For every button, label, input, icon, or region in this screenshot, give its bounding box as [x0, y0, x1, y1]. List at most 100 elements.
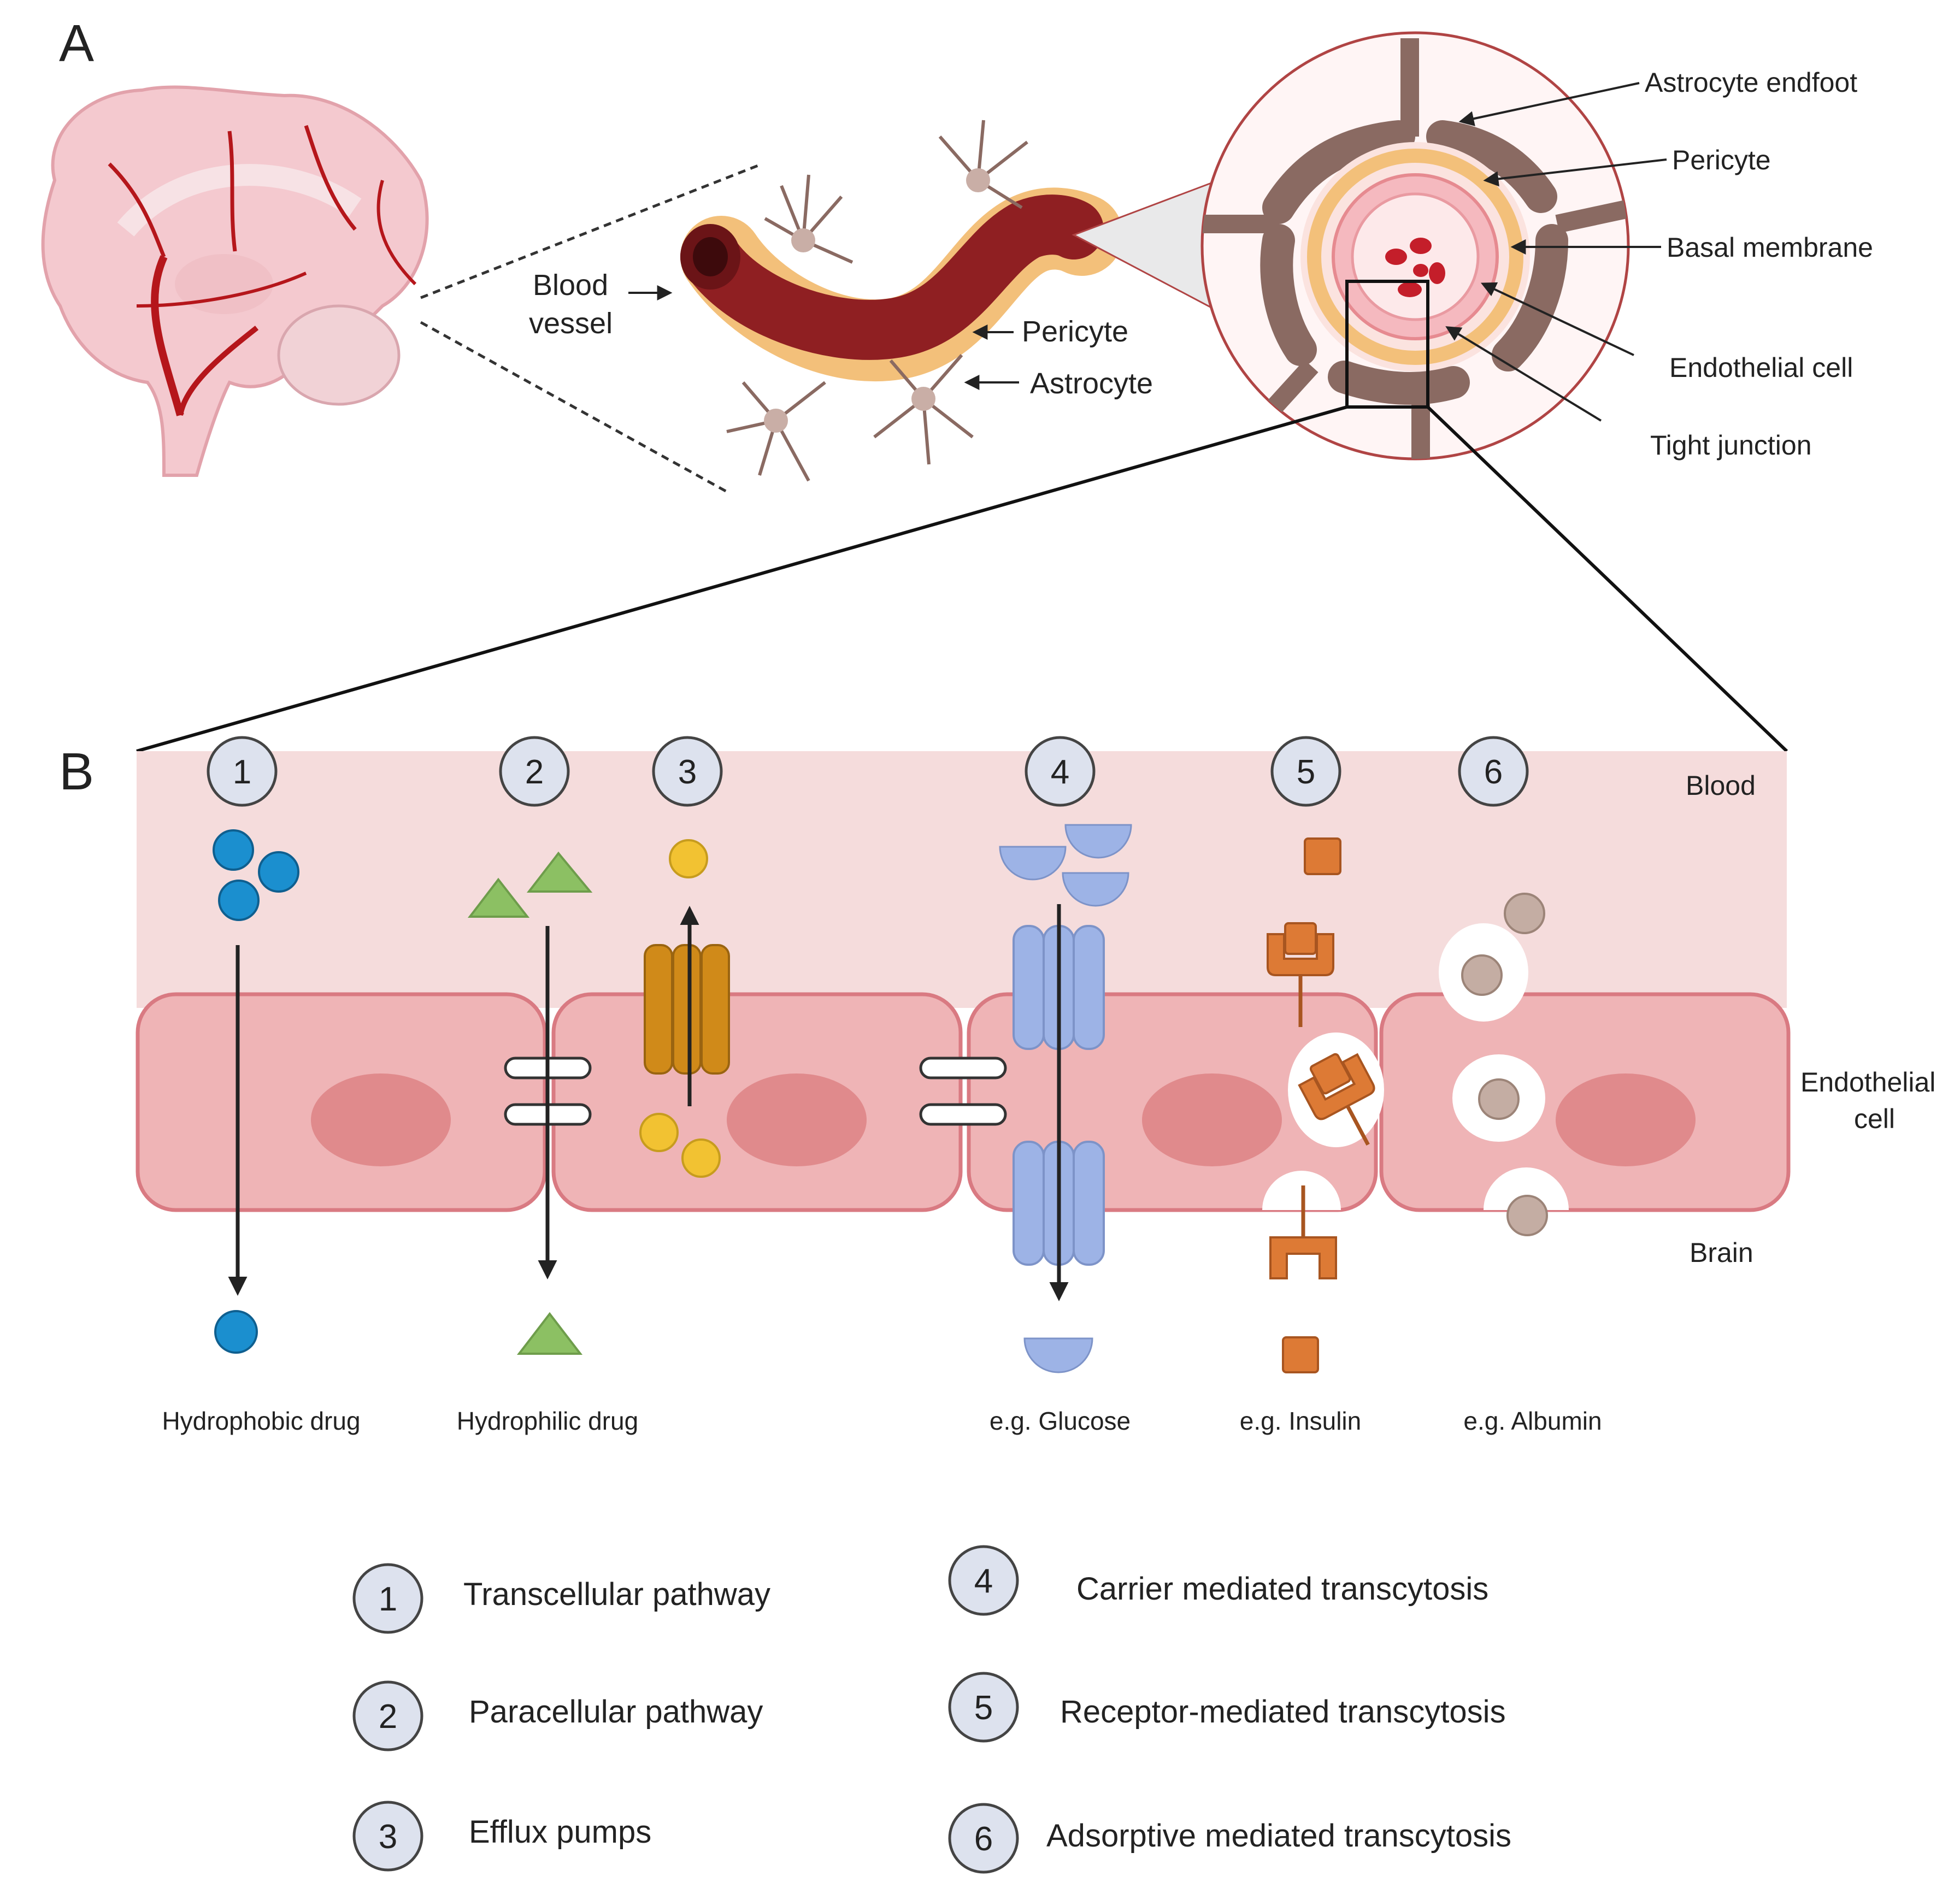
legend-item: 4 Carrier mediated transcytosis	[948, 1545, 1488, 1616]
example-insulin: e.g. Insulin	[1240, 1407, 1361, 1435]
pathway-number: 1	[233, 753, 251, 791]
pathway-number: 5	[1297, 753, 1315, 791]
tight-junction-bar	[919, 1103, 1007, 1126]
pathway-number-circle: 3	[652, 736, 723, 807]
label-astrocyte-endfoot: Astrocyte endfoot	[1645, 67, 1857, 98]
example-hydrophilic: Hydrophilic drug	[457, 1407, 638, 1435]
zoom-circle	[1200, 31, 1630, 461]
efflux-substrate	[669, 839, 708, 878]
zoom-line-right	[1426, 405, 1788, 753]
nucleus	[1142, 1073, 1282, 1166]
pathway-6-adsorptive-transcytosis	[1439, 893, 1569, 1236]
legend-number: 4	[974, 1562, 993, 1600]
efflux-substrate	[639, 1113, 679, 1152]
astrocyte-cell	[726, 120, 1028, 482]
pathway-3-efflux-pump	[639, 839, 730, 1178]
legend: 1 Transcellular pathway 2 Paracellular p…	[352, 1545, 1511, 1874]
pathway-number: 2	[525, 753, 544, 791]
label-endothelial-side: Endothelial	[1800, 1067, 1935, 1098]
tight-junction-arrow	[1445, 326, 1602, 422]
legend-item: 3 Efflux pumps	[352, 1801, 651, 1872]
astrocyte-endfoot-arrow	[1458, 82, 1640, 126]
albumin-molecule	[1506, 1195, 1548, 1236]
pathway-number: 6	[1484, 753, 1503, 791]
blood-vessel-illustration	[680, 120, 1123, 482]
insulin-molecule	[1304, 837, 1341, 875]
glucose-molecule	[1023, 1337, 1093, 1373]
hydrophilic-molecule	[467, 877, 530, 918]
pathway-1-transcellular	[213, 829, 299, 1354]
label-pericyte-zoom: Pericyte	[1672, 145, 1771, 175]
pathway-number-circle: 5	[1270, 736, 1341, 807]
albumin-molecule	[1504, 893, 1545, 934]
legend-label: Paracellular pathway	[469, 1694, 763, 1730]
example-albumin: e.g. Albumin	[1463, 1407, 1602, 1435]
glucose-transporter	[1013, 925, 1105, 1050]
nucleus	[727, 1073, 867, 1166]
label-brain-side: Brain	[1690, 1237, 1753, 1268]
legend-label: Receptor-mediated transcytosis	[1060, 1694, 1506, 1730]
legend-label: Carrier mediated transcytosis	[1076, 1571, 1488, 1607]
pathway-number-circle: 1	[207, 736, 278, 807]
insulin-receptor	[1269, 1185, 1337, 1279]
legend-label: Transcellular pathway	[463, 1577, 770, 1612]
legend-number: 1	[379, 1580, 397, 1618]
pathway-number: 4	[1051, 753, 1069, 791]
hydrophobic-molecule	[213, 829, 254, 871]
panel-a-letter: A	[59, 14, 94, 73]
nucleus	[311, 1073, 451, 1166]
label-blood: Blood	[533, 269, 608, 302]
albumin-molecule	[1461, 954, 1503, 996]
hydrophobic-molecule	[258, 851, 299, 893]
pathway-4-carrier-transcytosis	[999, 824, 1132, 1373]
zoom-line-left	[136, 405, 1347, 753]
glucose-molecule	[1062, 872, 1129, 907]
glucose-molecule	[999, 846, 1067, 881]
pathway-number: 3	[678, 753, 697, 791]
tight-junction-bar	[919, 1057, 1007, 1079]
panel-b-letter: B	[59, 742, 94, 801]
hydrophobic-molecule	[218, 880, 260, 921]
label-pericyte: Pericyte	[1022, 315, 1128, 348]
pathway-number-circle: 2	[499, 736, 570, 807]
legend-item: 6 Adsorptive mediated transcytosis	[948, 1803, 1511, 1874]
legend-number: 2	[379, 1698, 397, 1736]
label-cell-side: cell	[1854, 1104, 1895, 1134]
legend-number: 3	[379, 1818, 397, 1856]
albumin-molecule	[1478, 1078, 1520, 1120]
blood-region	[137, 751, 1787, 1008]
legend-number: 5	[974, 1689, 993, 1727]
hydrophilic-molecule	[526, 851, 593, 893]
zoom-box	[1345, 280, 1429, 409]
zoom-line-top	[420, 162, 763, 299]
insulin-molecule	[1282, 1336, 1319, 1373]
label-astrocyte: Astrocyte	[1030, 367, 1153, 400]
insulin-receptor	[1298, 1053, 1375, 1146]
endothelial-cell-arrow	[1480, 282, 1634, 356]
legend-item: 2 Paracellular pathway	[352, 1680, 763, 1751]
nucleus	[1556, 1073, 1696, 1166]
pathway-number-circle: 6	[1458, 736, 1529, 807]
brain-illustration	[41, 85, 429, 477]
pathway-5-receptor-transcytosis	[1262, 837, 1384, 1373]
example-glucose: e.g. Glucose	[990, 1407, 1131, 1435]
hydrophilic-molecule	[516, 1312, 583, 1355]
label-endothelial-cell: Endothelial cell	[1669, 352, 1853, 383]
efflux-substrate	[681, 1138, 721, 1178]
pathway-number-circle: 4	[1025, 736, 1096, 807]
vesicle-opening	[1484, 1167, 1569, 1210]
efflux-pump-subunit	[644, 944, 673, 1075]
label-blood-side: Blood	[1686, 770, 1756, 801]
zoom-line-bottom	[420, 321, 728, 493]
legend-item: 5 Receptor-mediated transcytosis	[948, 1672, 1506, 1743]
legend-number: 6	[974, 1820, 993, 1858]
efflux-pump-subunit	[701, 944, 730, 1075]
example-hydrophobic: Hydrophobic drug	[162, 1407, 360, 1435]
glucose-molecule	[1064, 824, 1132, 859]
insulin-receptor	[1267, 922, 1334, 1027]
efflux-pump-subunit	[672, 944, 702, 1075]
legend-label: Adsorptive mediated transcytosis	[1046, 1818, 1511, 1854]
label-basal-membrane: Basal membrane	[1667, 232, 1873, 263]
pathway-2-paracellular	[467, 851, 593, 1355]
